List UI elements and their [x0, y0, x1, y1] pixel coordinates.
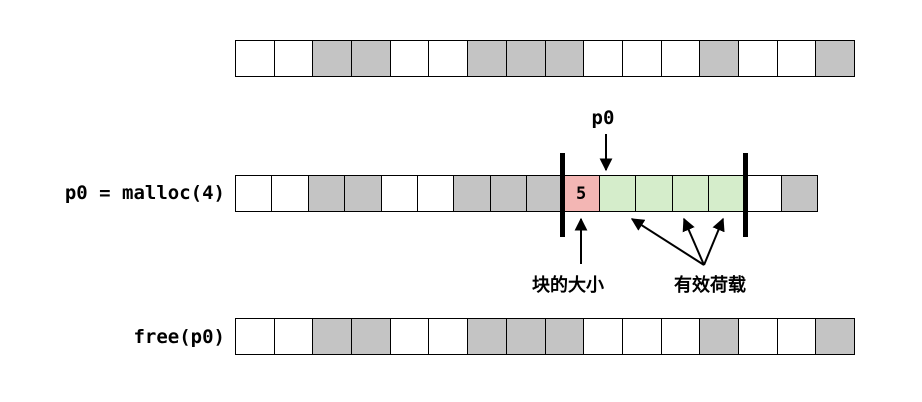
heap-row-initial [235, 40, 855, 77]
free-word-cell [777, 41, 817, 76]
free-word-cell [661, 41, 701, 76]
allocated-word-cell [506, 41, 546, 76]
payload-arrow-1 [630, 218, 705, 266]
free-word-cell [417, 176, 455, 211]
allocated-word-cell [352, 319, 391, 354]
free-word-cell [236, 319, 275, 354]
free-call-label: free(p0) [133, 326, 225, 348]
free-word-cell [777, 319, 817, 354]
free-word-cell [274, 319, 314, 354]
free-word-cell [381, 176, 418, 211]
free-word-cell [622, 41, 662, 76]
allocated-word-cell [490, 176, 527, 211]
block-size-label: 块的大小 [532, 275, 604, 296]
allocated-word-cell [700, 41, 739, 76]
allocated-word-cell [506, 319, 546, 354]
payload-word-cell [636, 176, 673, 211]
allocated-word-cell [700, 319, 739, 354]
allocated-word-cell [454, 176, 491, 211]
free-word-cell [661, 319, 701, 354]
payload-arrow-3 [703, 217, 725, 266]
free-word-cell [390, 319, 430, 354]
payload-label: 有效荷载 [674, 275, 746, 296]
free-word-cell [236, 41, 275, 76]
payload-word-cell [708, 176, 746, 211]
free-word-cell [738, 319, 778, 354]
payload-word-cell [599, 176, 637, 211]
heap-row-after-free [235, 318, 855, 355]
allocated-word-cell [313, 41, 353, 76]
block-boundary-left-bar [560, 153, 565, 237]
heap-row-after-malloc: 5 [235, 175, 818, 212]
free-word-cell [274, 41, 314, 76]
allocated-word-cell [313, 319, 353, 354]
free-word-cell [584, 319, 623, 354]
free-word-cell [429, 319, 469, 354]
free-word-cell [272, 176, 309, 211]
allocated-word-cell [345, 176, 382, 211]
free-word-cell [738, 41, 778, 76]
allocated-word-cell [468, 319, 507, 354]
allocated-word-cell [352, 41, 391, 76]
payload-word-cell [672, 176, 709, 211]
allocated-word-cell [308, 176, 346, 211]
free-word-cell [429, 41, 469, 76]
allocated-word-cell [527, 176, 564, 211]
allocated-word-cell [816, 41, 854, 76]
allocated-word-cell [781, 176, 817, 211]
free-word-cell [584, 41, 623, 76]
allocated-word-cell [816, 319, 854, 354]
block-boundary-right-bar [743, 153, 748, 237]
free-word-cell [622, 319, 662, 354]
allocated-word-cell [545, 41, 585, 76]
free-word-cell [745, 176, 782, 211]
block-header-cell: 5 [563, 176, 600, 211]
free-word-cell [390, 41, 430, 76]
malloc-call-label: p0 = malloc(4) [64, 182, 225, 204]
free-word-cell [236, 176, 273, 211]
allocated-word-cell [545, 319, 585, 354]
payload-arrow-2 [682, 217, 705, 266]
allocated-word-cell [468, 41, 507, 76]
p0-pointer-label: p0 [591, 107, 615, 129]
